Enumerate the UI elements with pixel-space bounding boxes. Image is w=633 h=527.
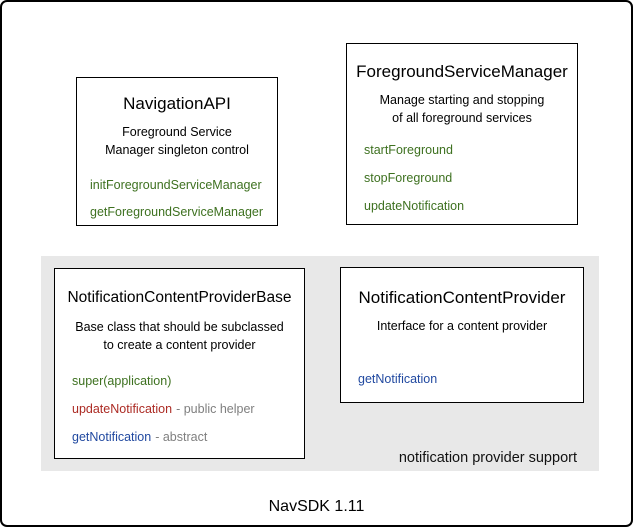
navigationapi-title: NavigationAPI <box>123 94 231 113</box>
class-box-notificationcontentproviderbase: NotificationContentProviderBase Base cla… <box>54 268 305 459</box>
method-getforegroundservicemanager: getForegroundServiceManager <box>90 205 277 220</box>
foregroundservicemanager-description: Manage starting and stopping of all fore… <box>347 92 577 127</box>
foregroundservicemanager-title: ForegroundServiceManager <box>356 62 568 81</box>
method-label: super(application) <box>72 374 172 388</box>
method-label: getForegroundServiceManager <box>90 205 264 219</box>
method-label: updateNotification <box>364 199 465 213</box>
class-box-navigationapi: NavigationAPI Foreground Service Manager… <box>76 77 278 226</box>
method-super-application: super(application) <box>72 374 304 389</box>
description-line: to create a content provider <box>103 337 256 352</box>
class-box-notificationcontentprovider: NotificationContentProvider Interface fo… <box>340 267 584 403</box>
notificationcontentprovider-description: Interface for a content provider <box>341 318 583 336</box>
method-stopforeground: stopForeground <box>364 171 577 186</box>
foregroundservicemanager-methods: startForeground stopForeground updateNot… <box>347 143 577 214</box>
method-label: getNotification <box>72 430 152 444</box>
class-box-foregroundservicemanager: ForegroundServiceManager Manage starting… <box>346 43 578 225</box>
description-line: Manager singleton control <box>105 142 249 157</box>
notificationcontentproviderbase-methods: super(application) updateNotification- p… <box>55 374 304 445</box>
method-label: initForegroundServiceManager <box>90 178 262 192</box>
notificationcontentprovider-title: NotificationContentProvider <box>358 288 566 307</box>
description-line: Interface for a content provider <box>376 319 548 333</box>
method-annotation: - public helper <box>176 402 255 416</box>
method-annotation: - abstract <box>155 430 208 444</box>
notificationcontentprovider-methods: getNotification <box>341 372 583 387</box>
panel-caption: notification provider support <box>398 450 577 466</box>
method-label: getNotification <box>358 371 438 386</box>
method-updatenotification: updateNotification <box>364 199 577 214</box>
method-label: stopForeground <box>364 171 453 185</box>
method-startforeground: startForeground <box>364 143 577 158</box>
description-line: Base class that should be subclassed <box>75 320 284 334</box>
method-getnotification: getNotification- abstract <box>72 430 304 445</box>
method-label: updateNotification <box>72 402 173 416</box>
navigationapi-description: Foreground Service Manager singleton con… <box>77 124 277 159</box>
method-label: startForeground <box>364 143 453 157</box>
diagram-footer-label: NavSDK 1.11 <box>268 498 365 515</box>
notificationcontentproviderbase-title: NotificationContentProviderBase <box>67 289 292 306</box>
navigationapi-methods: initForegroundServiceManager getForegrou… <box>77 178 277 220</box>
description-line: of all foreground services <box>392 110 532 125</box>
description-line: Manage starting and stopping <box>379 93 545 107</box>
method-updatenotification: updateNotification- public helper <box>72 402 304 417</box>
description-line: Foreground Service <box>122 125 232 139</box>
method-initforegroundservicemanager: initForegroundServiceManager <box>90 178 277 193</box>
method-getnotification: getNotification <box>358 372 583 387</box>
notificationcontentproviderbase-description: Base class that should be subclassed to … <box>55 319 304 354</box>
